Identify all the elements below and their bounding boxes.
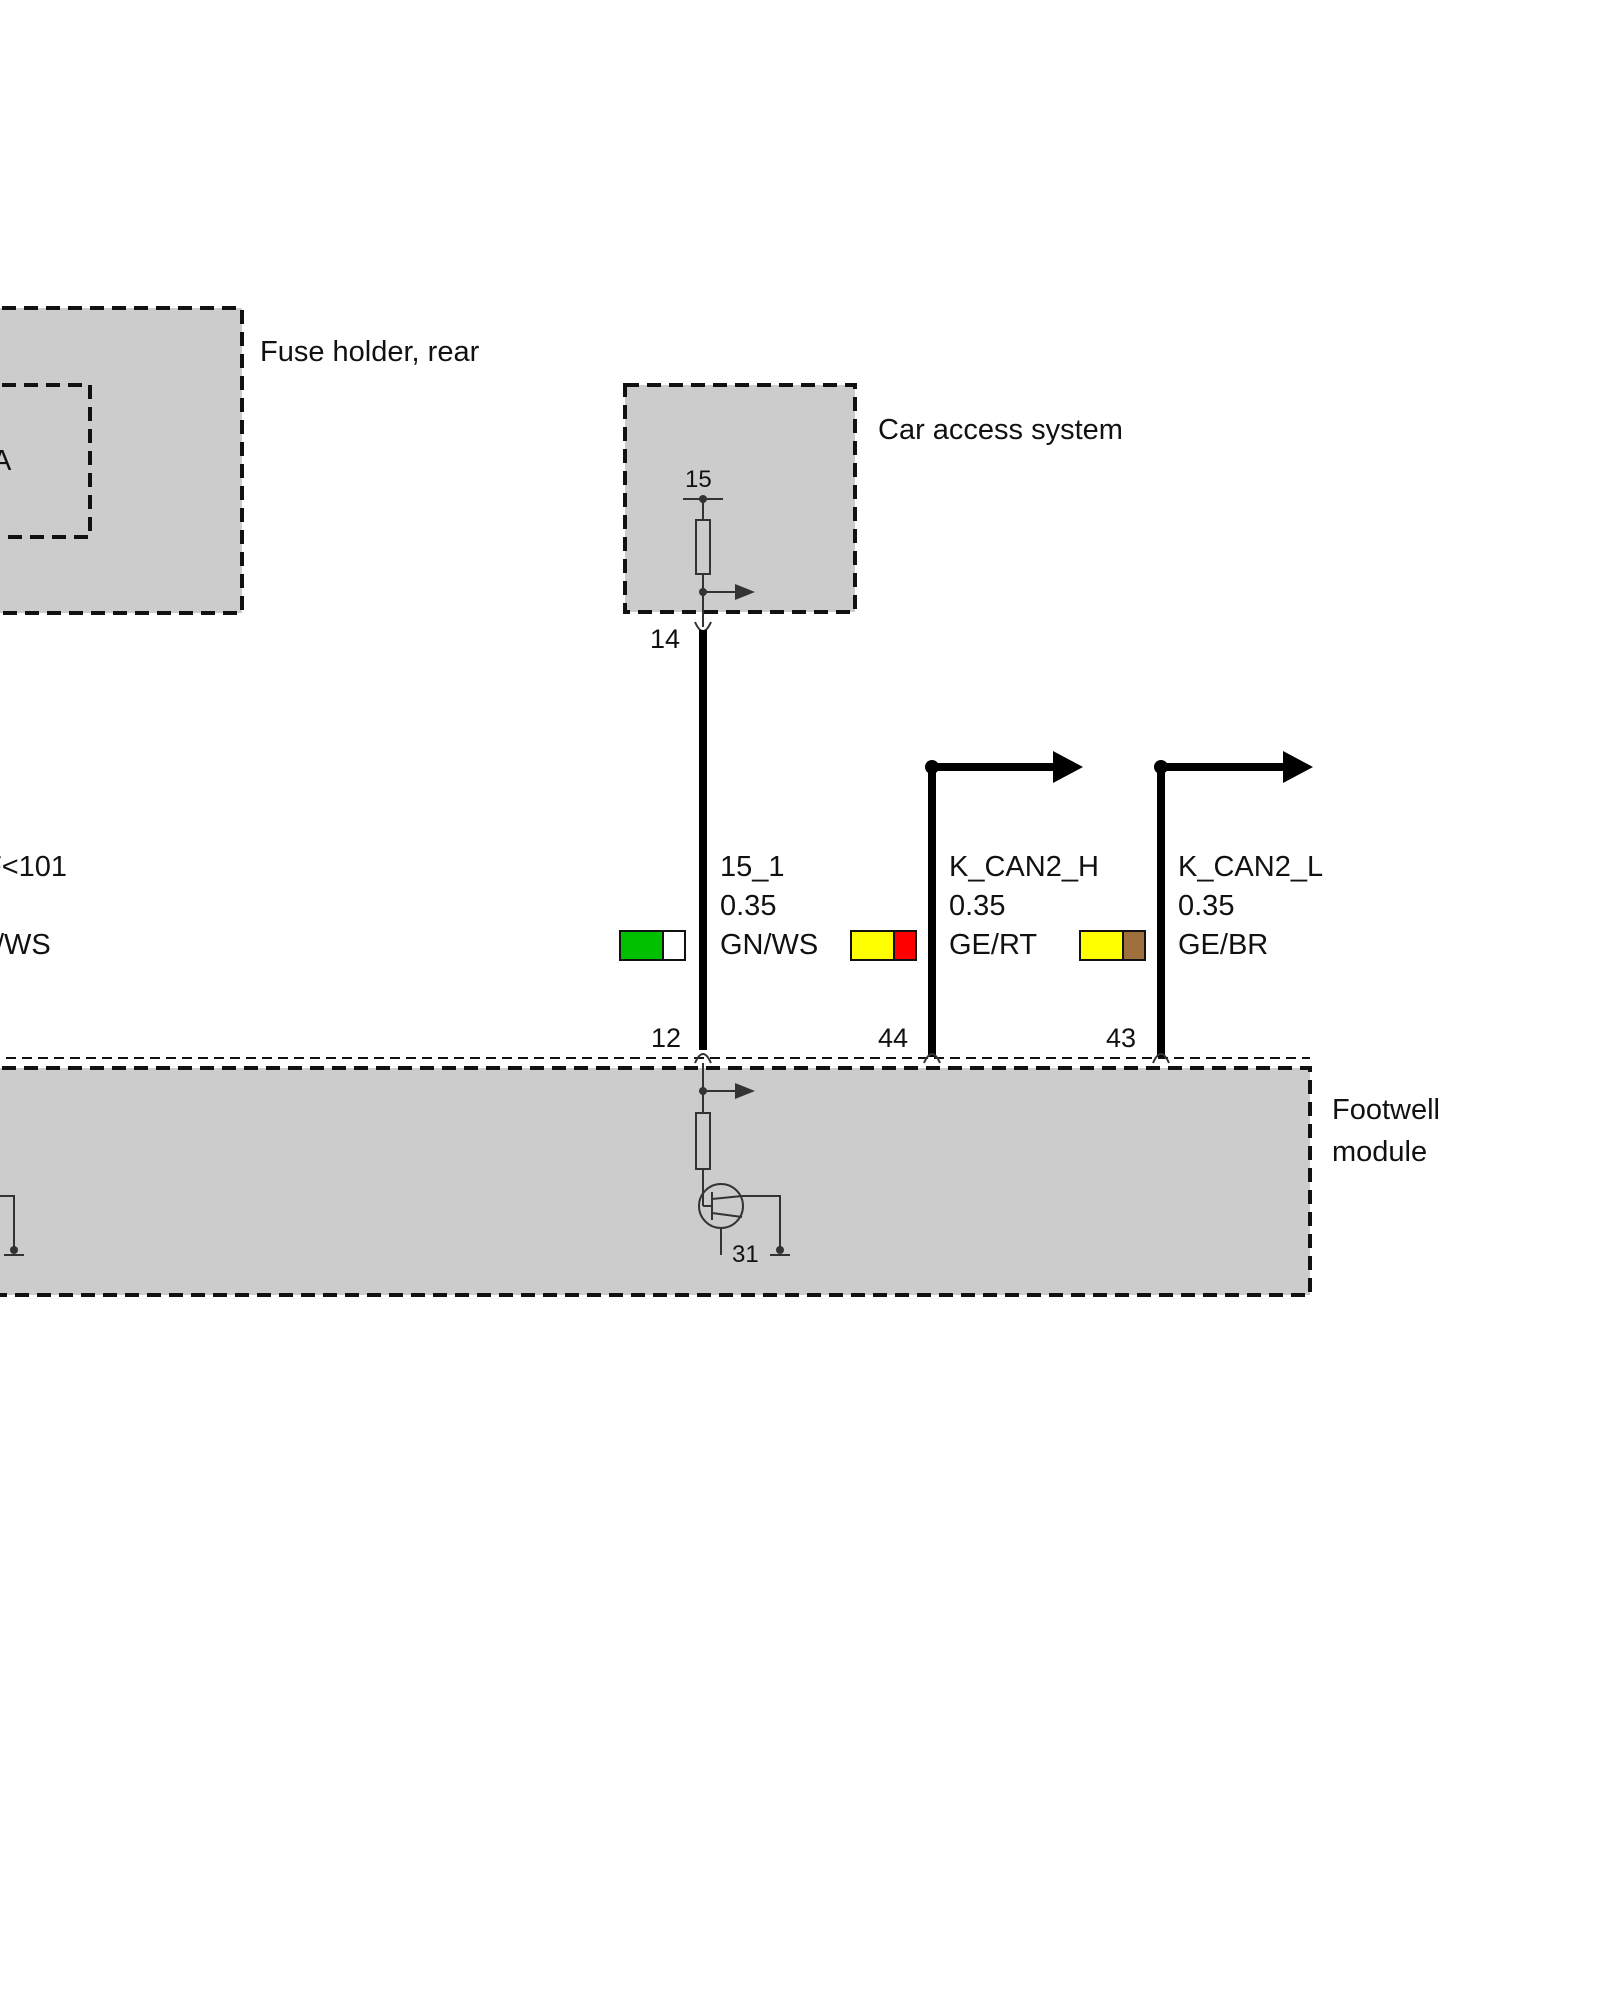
wire-k-can2-h-color-code: GE/RT (949, 929, 1037, 961)
wire-k-can2-l-color-code: GE/BR (1178, 929, 1268, 961)
car-access-label: Car access system (878, 414, 1123, 446)
transistor-emitter (711, 1212, 743, 1218)
wire-15-1-name: 15_1 (720, 851, 785, 883)
wire-15-1-color-code: GN/WS (720, 929, 818, 961)
wire-k-can2-h-gauge: 0.35 (949, 890, 1005, 922)
fuse-holder-rear: A Fuse holder, rear (0, 306, 480, 615)
output-arrow-icon (735, 584, 755, 600)
wire-k-can2-l-name: K_CAN2_L (1178, 851, 1323, 883)
wire-15-1-color-swatch-1 (619, 930, 664, 961)
car-access-box (623, 383, 857, 614)
pin-12-label: 12 (651, 1023, 681, 1053)
wire-k-can2-l-color-swatch-1 (1079, 930, 1124, 961)
left-ground-node (10, 1246, 18, 1254)
pin-14-label: 14 (650, 624, 680, 654)
wire-15-1-color-swatch-2 (662, 930, 686, 961)
wire-k-can2-l-arrow-icon (1283, 751, 1313, 783)
footwell-resistor-icon (695, 1112, 711, 1170)
wire-k-can2-h-arrow-icon (1053, 751, 1083, 783)
connector-pin-12-icon (694, 1053, 712, 1064)
wire-k-can2-h-name: K_CAN2_H (949, 851, 1099, 883)
footwell-label-line1: Footwell (1332, 1094, 1440, 1126)
wire-15-1: 15_1 0.35 GN/WS 12 (619, 630, 818, 1053)
fuse-holder-label: Fuse holder, rear (260, 336, 480, 368)
connector-pin-44-icon (923, 1053, 941, 1064)
collector-wire (742, 1195, 781, 1250)
wire-k-can2-l: K_CAN2_L 0.35 GE/BR 43 (1079, 751, 1323, 1064)
wire-15-1-gauge: 0.35 (720, 890, 776, 922)
pin-43-label: 43 (1106, 1023, 1136, 1053)
wire-k-can2-h-color-swatch-2 (893, 930, 917, 961)
footwell-label-line2: module (1332, 1136, 1427, 1168)
pin-44-label: 44 (878, 1023, 908, 1053)
ground-31-label: 31 (732, 1241, 759, 1268)
resistor-icon (695, 519, 711, 575)
left-ground-wire (0, 1195, 15, 1250)
wire-k-can2-h-color-swatch-1 (850, 930, 895, 961)
terminal-15-label: 15 (685, 466, 712, 493)
input-arrow-icon (735, 1083, 755, 1099)
fuse-inner-fragment: A (0, 445, 12, 477)
wire-k-can2-h: K_CAN2_H 0.35 GE/RT 44 (850, 751, 1099, 1064)
ground-node (776, 1246, 784, 1254)
footwell-box (0, 1066, 1312, 1297)
transistor-collector (711, 1195, 743, 1200)
left-color-code-fragment: /WS (0, 929, 51, 961)
fuse-inner-box (0, 383, 92, 539)
wire-k-can2-l-color-swatch-2 (1122, 930, 1146, 961)
left-wire-name-fragment: F<101 (0, 851, 67, 883)
car-access-system: Car access system 15 14 (623, 383, 1123, 654)
wire-k-can2-l-gauge: 0.35 (1178, 890, 1234, 922)
footwell-module: Footwell module 31 (0, 1053, 1440, 1297)
connector-pin-43-icon (1152, 1053, 1170, 1064)
